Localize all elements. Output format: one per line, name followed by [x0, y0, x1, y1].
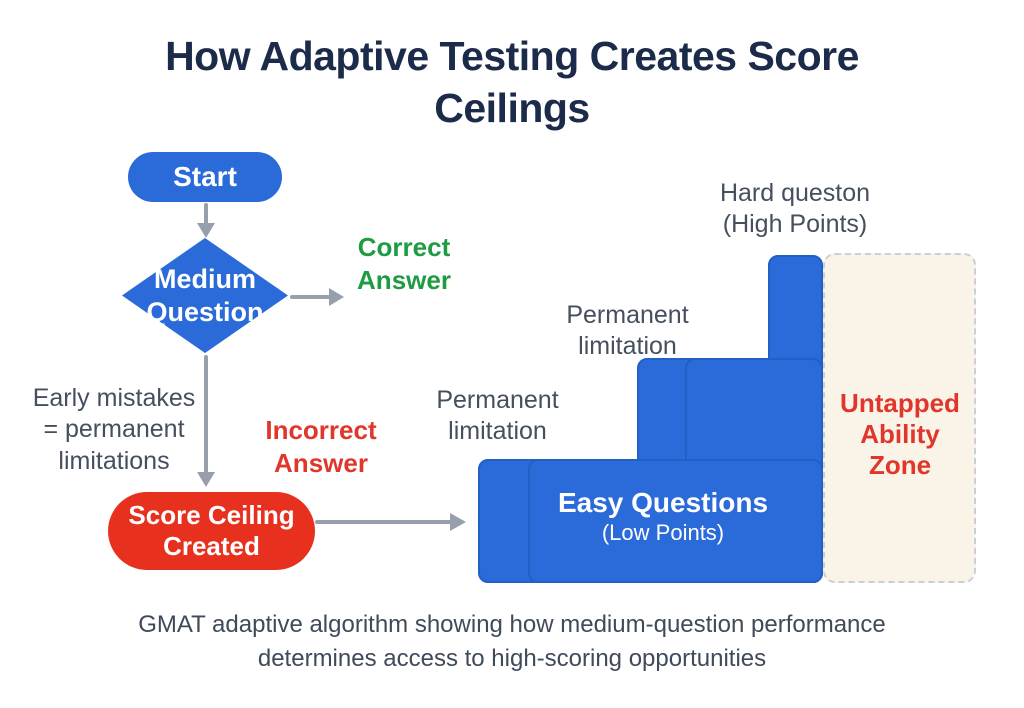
hard-question-label: Hard queston (High Points) — [719, 179, 871, 239]
early-mistakes-label: Early mistakes = permanent limitations — [32, 384, 196, 475]
untapped-ability-zone — [823, 253, 976, 583]
medium-question-label: Medium Question — [146, 264, 264, 327]
untapped-ability-label: Untapped Ability Zone — [840, 388, 960, 481]
permanent-limitation-upper-label: Permanent limitation — [566, 301, 689, 361]
start-node-label: Start — [173, 161, 237, 192]
score-ceiling-node: Score Ceiling Created — [108, 492, 315, 570]
step-block-easy-overlay — [528, 459, 823, 583]
arrow-start-to-medium — [197, 203, 215, 238]
start-node: Start — [128, 152, 282, 202]
score-ceiling-label: Score Ceiling Created — [128, 499, 295, 561]
incorrect-answer-label: Incorrect Answer — [265, 415, 377, 478]
easy-questions-label: Easy Questions (Low Points) — [543, 487, 783, 548]
page-title: How Adaptive Testing Creates Score Ceili… — [165, 33, 859, 132]
easy-questions-title: Easy Questions — [557, 487, 769, 518]
easy-questions-subtitle: (Low Points) — [601, 520, 725, 546]
permanent-limitation-lower-label: Permanent limitation — [436, 386, 559, 446]
arrow-medium-to-correct — [290, 288, 344, 306]
correct-answer-label: Correct Answer — [357, 232, 451, 295]
diagram-caption: GMAT adaptive algorithm showing how medi… — [138, 611, 886, 672]
arrow-ceiling-to-stairs — [315, 513, 466, 531]
